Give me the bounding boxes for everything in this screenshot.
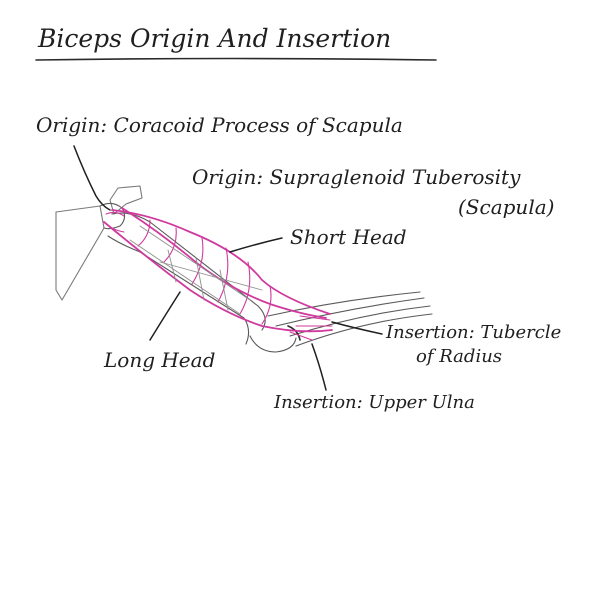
- coracoid-process: [109, 185, 143, 215]
- muscle-contour: [239, 261, 251, 315]
- distal-tendon-a: [299, 315, 331, 321]
- leader-insertion-radius: [331, 321, 383, 335]
- long-head-outline-bottom: [103, 221, 333, 333]
- mesh-line: [129, 239, 241, 315]
- label-short-head: Short Head: [290, 225, 407, 249]
- muscle-contour: [163, 227, 177, 263]
- muscle-contour: [261, 285, 272, 325]
- scapula-blade: [55, 205, 105, 301]
- label-insertion-radius-line2: of Radius: [416, 346, 502, 367]
- mesh-line: [195, 257, 205, 301]
- mesh-line: [219, 269, 229, 311]
- title-underline: [35, 57, 437, 61]
- radius-lower: [275, 297, 425, 327]
- leader-short-head: [229, 237, 283, 253]
- muscle-contour: [191, 237, 204, 285]
- label-insertion-ulna: Insertion: Upper Ulna: [273, 392, 475, 413]
- short-head-outline-top: [111, 209, 331, 315]
- humerus-lower-edge: [107, 235, 250, 345]
- elbow-outline: [249, 335, 297, 353]
- bicipital-aponeurosis: [289, 331, 313, 341]
- coracoid-tendon: [105, 211, 125, 217]
- supraglenoid-tendon: [103, 221, 125, 233]
- humerus: [107, 212, 297, 353]
- label-insertion-radius-line1: Insertion: Tubercle: [385, 322, 561, 343]
- label-origin-coracoid: Origin: Coracoid Process of Scapula: [36, 113, 403, 137]
- muscle-contour: [137, 219, 151, 247]
- humerus-upper-edge: [111, 212, 266, 331]
- ulna-lower: [295, 313, 433, 347]
- diagram-title: Biceps Origin And Insertion: [37, 24, 391, 53]
- label-origin-supraglenoid-line2: (Scapula): [458, 195, 554, 219]
- radius-upper: [267, 291, 421, 317]
- mesh-line: [139, 225, 251, 301]
- scapula: [55, 185, 143, 301]
- muscle-contour: [217, 247, 229, 303]
- leader-long-head: [149, 291, 181, 341]
- biceps-muscle: [103, 207, 333, 341]
- mesh-line: [159, 261, 263, 291]
- leader-insertion-ulna: [311, 343, 327, 391]
- label-origin-supraglenoid-line1: Origin: Supraglenoid Tuberosity: [192, 165, 521, 189]
- label-long-head: Long Head: [103, 348, 215, 372]
- leader-origin-coracoid: [73, 145, 111, 211]
- mesh-line: [167, 249, 177, 283]
- muscle-mesh: [129, 225, 263, 315]
